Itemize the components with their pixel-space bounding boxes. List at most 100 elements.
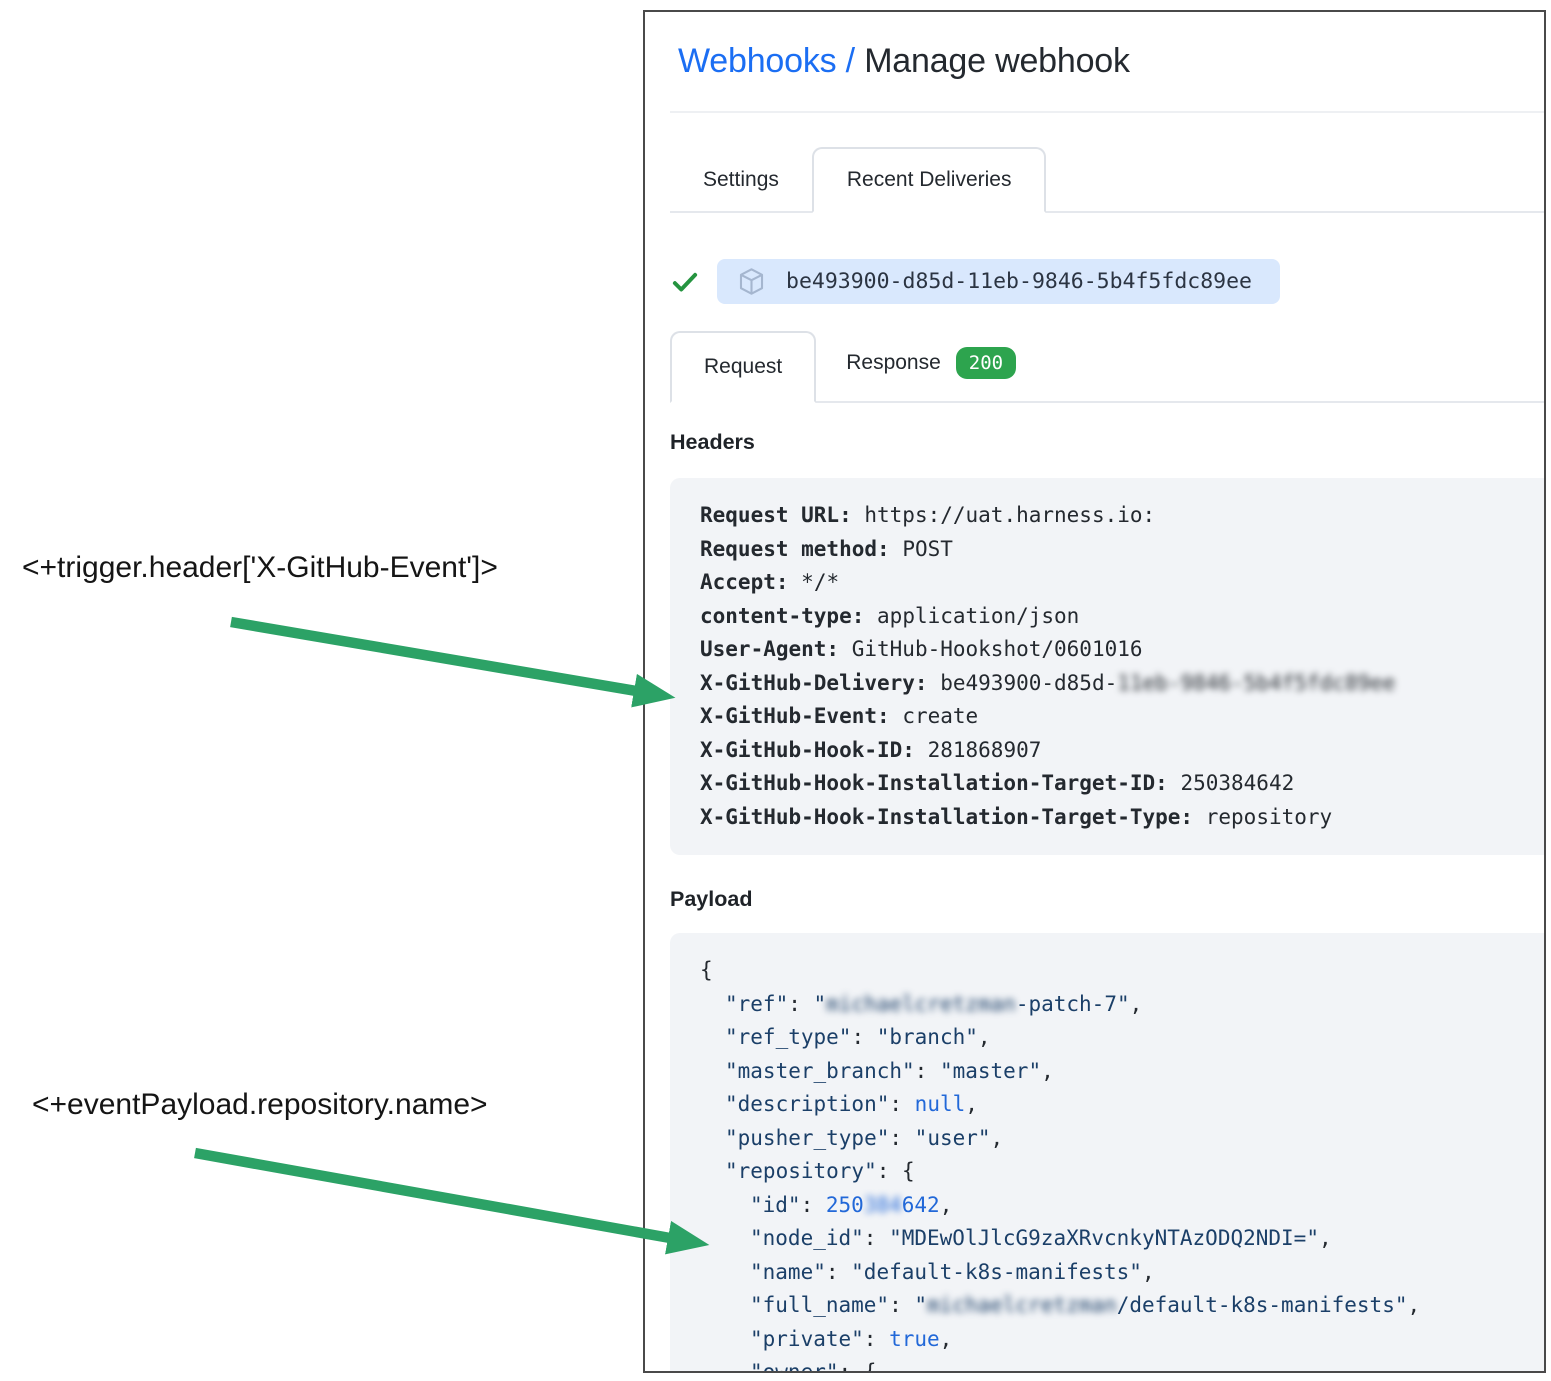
json-key: "ref" xyxy=(725,991,789,1016)
json-punct: : xyxy=(889,1092,915,1116)
page-title: Manage webhook xyxy=(864,42,1130,80)
header-value: repository xyxy=(1205,804,1333,829)
json-str: -patch-7" xyxy=(1015,991,1130,1016)
header-key: X-GitHub-Hook-Installation-Target-Type: xyxy=(700,804,1194,829)
redacted-text: michaelcretzman xyxy=(826,991,1016,1016)
header-key: X-GitHub-Delivery: xyxy=(700,670,928,695)
json-punct: : xyxy=(889,1125,915,1150)
json-str: "user" xyxy=(914,1125,991,1150)
json-punct: : xyxy=(851,1025,877,1049)
request-response-tabnav: Request Response 200 xyxy=(670,325,1544,403)
json-key: "name" xyxy=(750,1259,826,1284)
header-value: 281868907 xyxy=(927,737,1042,762)
json-str: " xyxy=(914,1293,928,1317)
payload-line: "pusher_type": "user", xyxy=(700,1122,1544,1156)
header-key: Request method: xyxy=(700,536,890,561)
payload-line: "ref_type": "branch", xyxy=(700,1021,1544,1055)
header-value: application/json xyxy=(877,603,1080,628)
redacted-text: 11eb-9846-5b4f5fdc89ee xyxy=(1117,670,1396,695)
json-str: "branch" xyxy=(876,1025,978,1049)
redacted-text: 384 xyxy=(863,1192,902,1217)
json-key: "id" xyxy=(750,1192,801,1217)
header-key: User-Agent: xyxy=(700,637,840,661)
tab-request[interactable]: Request xyxy=(670,331,817,403)
json-punct: , xyxy=(1407,1293,1421,1317)
json-key: "private" xyxy=(750,1326,864,1351)
redacted-text: michaelcretzman xyxy=(927,1293,1117,1317)
breadcrumb: Webhooks / Manage webhook xyxy=(678,42,1544,81)
header-value: 250384642 xyxy=(1180,771,1295,795)
annotation-trigger-expression: <+trigger.header['X-GitHub-Event']> xyxy=(22,551,498,584)
json-punct: : { xyxy=(876,1159,915,1183)
delivery-id: be493900-d85d-11eb-9846-5b4f5fdc89ee xyxy=(786,269,1252,294)
tab-settings[interactable]: Settings xyxy=(703,168,779,191)
delivery-id-pill[interactable]: be493900-d85d-11eb-9846-5b4f5fdc89ee xyxy=(717,259,1280,304)
json-key: "master_branch" xyxy=(725,1058,915,1083)
headers-title: Headers xyxy=(670,430,755,454)
json-key: "ref_type" xyxy=(725,1025,852,1049)
header-line: X-GitHub-Hook-Installation-Target-ID: 25… xyxy=(700,767,1544,801)
header-key: content-type: xyxy=(700,603,865,628)
json-punct: , xyxy=(965,1092,978,1116)
json-punct: , xyxy=(1318,1226,1332,1250)
header-value: POST xyxy=(902,536,953,561)
json-punct: , xyxy=(1129,991,1143,1016)
header-key: X-GitHub-Hook-Installation-Target-ID: xyxy=(700,771,1168,795)
json-key: "full_name" xyxy=(750,1293,890,1317)
json-punct: , xyxy=(977,1025,991,1049)
json-punct: , xyxy=(939,1192,953,1217)
tab-response[interactable]: Response 200 xyxy=(816,325,1046,401)
header-line: X-GitHub-Delivery: be493900-d85d-11eb-98… xyxy=(700,667,1544,701)
breadcrumb-separator: / xyxy=(836,42,865,80)
tab-recent-deliveries[interactable]: Recent Deliveries xyxy=(811,147,1047,213)
json-punct: : xyxy=(863,1326,890,1351)
payload-line: "description": null, xyxy=(700,1088,1544,1122)
json-punct: , xyxy=(939,1326,953,1351)
response-status-badge: 200 xyxy=(955,347,1017,379)
package-icon xyxy=(739,268,764,295)
json-num: 642 xyxy=(901,1192,940,1217)
json-str: "MDEwOlJlcG9zaXRvcnkyNTAzODQ2NDI=" xyxy=(889,1226,1319,1250)
json-punct: { xyxy=(700,958,713,982)
json-punct: : xyxy=(863,1226,890,1250)
json-key: "owner" xyxy=(750,1360,839,1373)
header-line: Accept: */* xyxy=(700,566,1544,600)
trigger-arrow-icon xyxy=(230,616,676,708)
headers-block: Request URL: https://uat.harness.io:Requ… xyxy=(670,478,1544,855)
header-line: X-GitHub-Event: create xyxy=(700,700,1544,734)
json-str: " xyxy=(813,991,827,1016)
json-punct: : xyxy=(788,991,814,1016)
webhooks-link[interactable]: Webhooks xyxy=(678,42,837,80)
annotation-payload-expression: <+eventPayload.repository.name> xyxy=(32,1088,488,1121)
header-line: X-GitHub-Hook-Installation-Target-Type: … xyxy=(700,801,1544,835)
check-icon xyxy=(672,272,698,291)
json-str: /default-k8s-manifests" xyxy=(1116,1293,1408,1317)
payload-line: "name": "default-k8s-manifests", xyxy=(700,1256,1544,1290)
main-tabnav: Settings Recent Deliveries xyxy=(670,147,1544,213)
header-value: be493900-d85d- xyxy=(940,670,1118,695)
header-line: content-type: application/json xyxy=(700,600,1544,634)
json-str: "master" xyxy=(939,1058,1042,1083)
payload-line: "master_branch": "master", xyxy=(700,1055,1544,1089)
json-punct: : xyxy=(800,1192,826,1217)
payload-line: "repository": { xyxy=(700,1155,1544,1189)
payload-arrow-icon xyxy=(194,1147,710,1255)
json-punct: : { xyxy=(838,1360,877,1373)
payload-line: "private": true, xyxy=(700,1323,1544,1357)
json-lit: true xyxy=(889,1326,940,1351)
json-punct: , xyxy=(1041,1058,1054,1083)
payload-line: "owner": { xyxy=(700,1356,1544,1373)
header-value: create xyxy=(902,704,979,728)
payload-line: "ref": "michaelcretzman-patch-7", xyxy=(700,988,1544,1022)
json-key: "pusher_type" xyxy=(725,1125,890,1150)
title-divider xyxy=(670,111,1544,113)
json-punct: , xyxy=(1141,1259,1155,1284)
json-punct: : xyxy=(825,1259,852,1284)
header-key: Request URL: xyxy=(700,503,852,527)
payload-line: { xyxy=(700,954,1544,988)
json-key: "node_id" xyxy=(750,1226,864,1250)
json-key: "repository" xyxy=(725,1159,877,1183)
header-key: Accept: xyxy=(700,570,789,594)
header-key: X-GitHub-Event: xyxy=(700,704,890,728)
